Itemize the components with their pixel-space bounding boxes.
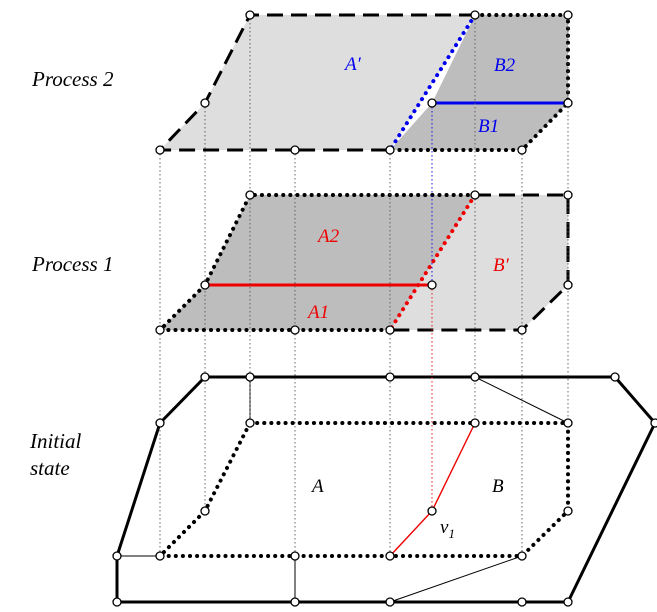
region-b2-fill [432, 15, 568, 103]
process2-layer [156, 13, 570, 152]
vertex [517, 551, 527, 561]
region-b-label: B [492, 476, 504, 497]
region-a-label: A [310, 476, 324, 497]
initial-layer [115, 375, 657, 604]
v1-symbol: v [440, 517, 449, 538]
vertex [200, 372, 210, 382]
region-a-prime-label: A′ [343, 54, 362, 75]
vertex [517, 325, 527, 335]
vertex [385, 551, 395, 561]
region-a2-fill [205, 195, 475, 285]
region-b-prime-fill [390, 195, 568, 330]
thin-connector-top-right [474, 376, 569, 424]
vertex [385, 325, 395, 335]
vertex [200, 280, 210, 290]
vertex [290, 325, 300, 335]
vertex [155, 145, 165, 155]
v1-subscript: 1 [448, 526, 455, 541]
process1-label: Process 1 [31, 252, 113, 276]
inner-dotted-boundary [155, 421, 570, 558]
vertex [650, 418, 657, 428]
vertex [385, 145, 395, 155]
vertex [563, 190, 573, 200]
vertex [385, 372, 395, 382]
region-a1-fill [160, 285, 432, 330]
v1-label: v1 [440, 517, 455, 541]
process2-dotted-boundary [388, 13, 570, 152]
vertex [517, 597, 527, 607]
vertex [427, 98, 437, 108]
process1-red-dotted-split [388, 193, 477, 332]
vertex [563, 10, 573, 20]
process2-blue-dotted-split [388, 13, 477, 152]
outer-boundary [115, 375, 657, 604]
vertex [245, 372, 255, 382]
region-b-prime-label: B′ [493, 255, 510, 276]
vertices [112, 10, 657, 607]
vertex [427, 280, 437, 290]
vertex [610, 372, 620, 382]
vertex [245, 10, 255, 20]
region-b1-label: B1 [478, 116, 499, 137]
region-a-prime-fill [160, 15, 475, 150]
initial-state-label-line2: state [30, 456, 70, 480]
vertex [200, 506, 210, 516]
vertex [470, 418, 480, 428]
vertex [290, 597, 300, 607]
vertex [155, 325, 165, 335]
vertex [563, 418, 573, 428]
region-b2-label: B2 [494, 55, 516, 76]
region-a1-label: A1 [306, 302, 329, 323]
thin-connector-bottom-right [389, 555, 523, 603]
projection-lines [159, 15, 569, 556]
vertex [470, 190, 480, 200]
region-b1-fill [390, 103, 568, 150]
vertex [200, 98, 210, 108]
vertex [470, 10, 480, 20]
red-path-v1 [389, 422, 476, 557]
vertex [155, 551, 165, 561]
vertex [290, 551, 300, 561]
vertex [112, 597, 122, 607]
vertex [563, 280, 573, 290]
region-a2-label: A2 [316, 226, 340, 247]
vertex [563, 597, 573, 607]
vertex [517, 145, 527, 155]
vertex [112, 551, 122, 561]
vertex [385, 597, 395, 607]
vertex [290, 145, 300, 155]
vertex-v1 [427, 506, 437, 516]
vertex [470, 372, 480, 382]
vertex [563, 506, 573, 516]
vertex [245, 418, 255, 428]
vertex [155, 418, 165, 428]
process2-label: Process 2 [31, 67, 114, 91]
vertex [563, 98, 573, 108]
initial-state-label-line1: Initial [29, 429, 81, 453]
vertex [245, 190, 255, 200]
